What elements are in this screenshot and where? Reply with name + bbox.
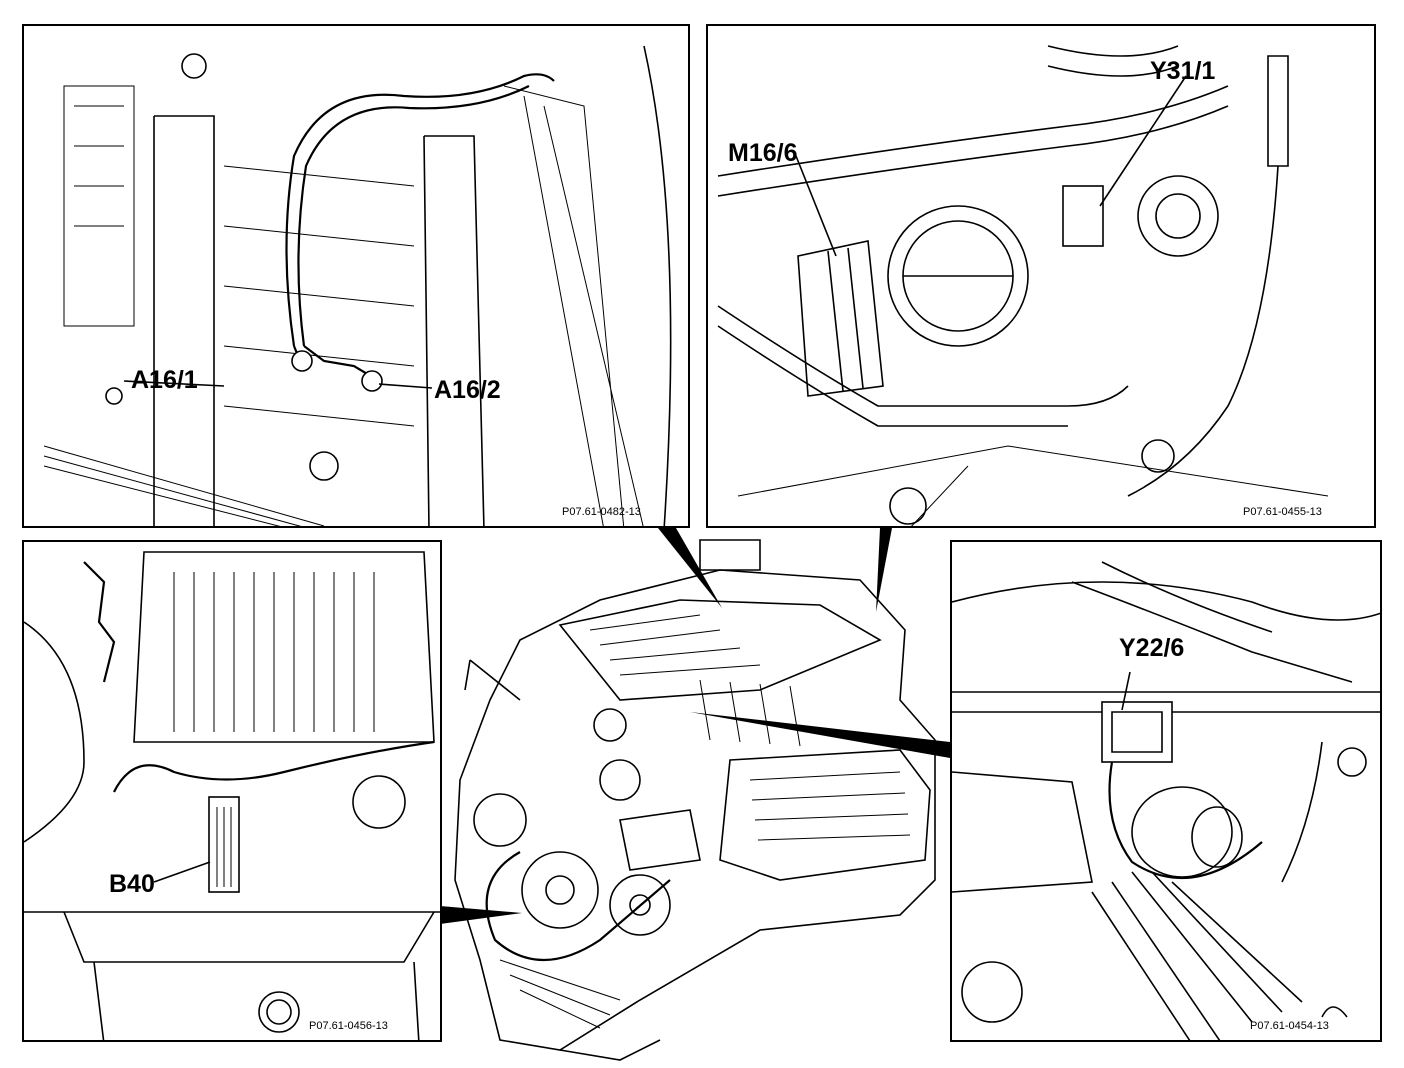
pointer-wedge-bottom-left	[440, 906, 522, 924]
pointer-wedge-bottom-right	[690, 712, 950, 758]
panel-top-right: M16/6 Y31/1 P07.61-0455-13	[706, 24, 1376, 528]
callout-b40: B40	[109, 870, 155, 898]
panel-top-left: A16/1 A16/2 P07.61-0482-13	[22, 24, 690, 528]
figure-code: P07.61-0454-13	[1250, 1020, 1329, 1032]
pointer-wedge-top-right	[876, 528, 892, 612]
panel-bottom-left-drawing	[24, 551, 440, 1040]
figure-code: P07.61-0455-13	[1243, 506, 1322, 518]
panel-bottom-right-drawing	[952, 561, 1380, 1040]
callout-m16-6: M16/6	[728, 139, 798, 167]
callout-y22-6: Y22/6	[1119, 634, 1185, 662]
panel-top-right-drawing	[717, 45, 1329, 526]
callout-y31-1: Y31/1	[1150, 57, 1216, 85]
figure-code: P07.61-0456-13	[309, 1020, 388, 1032]
figure-code: P07.61-0482-13	[562, 506, 641, 518]
panel-bottom-left: B40 P07.61-0456-13	[22, 540, 442, 1042]
pointer-wedge-top-left	[658, 528, 722, 608]
callout-a16-1: A16/1	[131, 366, 198, 394]
engine-block	[454, 539, 936, 1061]
callout-a16-2: A16/2	[434, 376, 501, 404]
panel-bottom-right: Y22/6 P07.61-0454-13	[950, 540, 1382, 1042]
panel-top-left-drawing	[43, 45, 672, 526]
